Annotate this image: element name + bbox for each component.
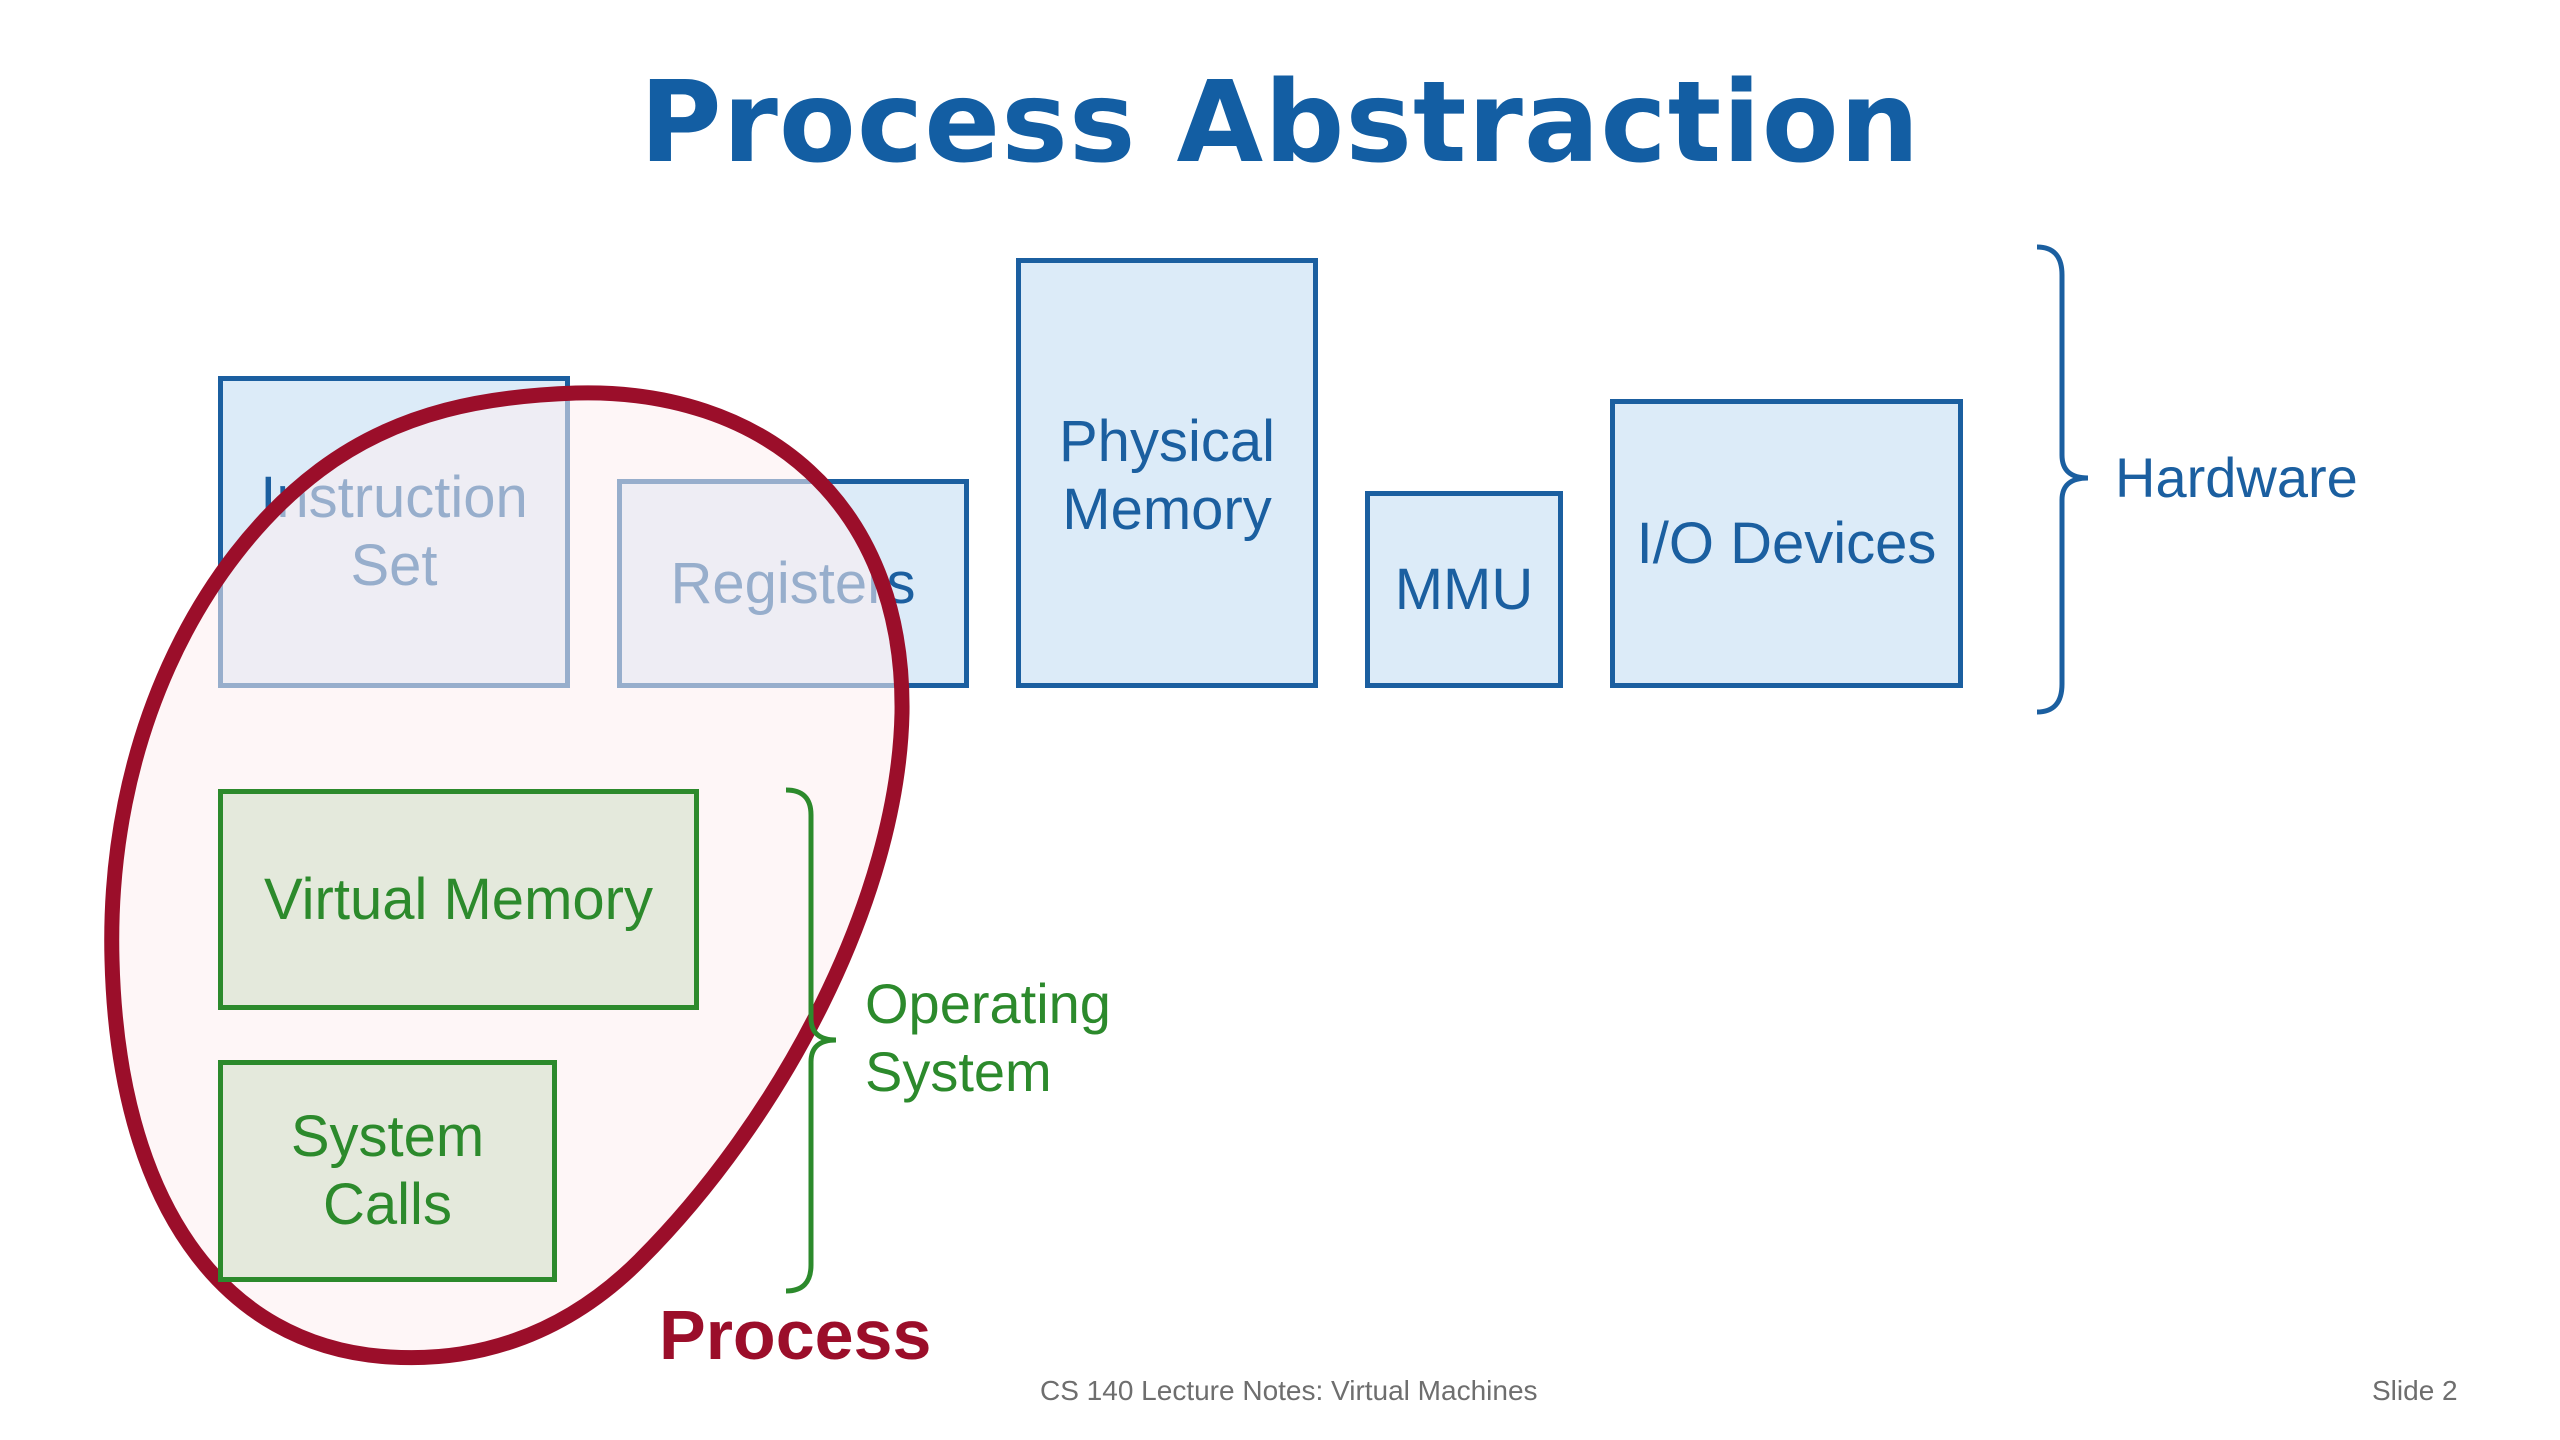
system-calls-box: System Calls <box>218 1060 557 1282</box>
footer-course-title: CS 140 Lecture Notes: Virtual Machines <box>1040 1375 1538 1406</box>
hardware-label: Hardware <box>2115 446 2358 509</box>
slide-number: Slide 2 <box>2372 1375 2458 1406</box>
mmu-box: MMU <box>1365 491 1563 688</box>
io-devices-label: I/O Devices <box>1636 510 1937 576</box>
io-devices-box: I/O Devices <box>1610 399 1963 688</box>
system-calls-label-line2: Calls <box>323 1172 452 1237</box>
physical-memory-label-line1: Physical <box>1059 409 1275 474</box>
virtual-memory-box: Virtual Memory <box>218 789 699 1010</box>
operating-system-label-line2: System <box>865 1040 1052 1103</box>
process-label: Process <box>659 1296 932 1374</box>
operating-system-label-line1: Operating <box>865 972 1111 1035</box>
operating-system-label: Operating System <box>865 970 1111 1106</box>
physical-memory-box: Physical Memory <box>1016 258 1318 688</box>
system-calls-label-line1: System <box>290 1104 485 1169</box>
physical-memory-label-line2: Memory <box>1062 477 1272 542</box>
slide-title: Process Abstraction <box>639 58 1921 188</box>
mmu-label: MMU <box>1394 556 1534 622</box>
virtual-memory-label: Virtual Memory <box>264 866 653 932</box>
